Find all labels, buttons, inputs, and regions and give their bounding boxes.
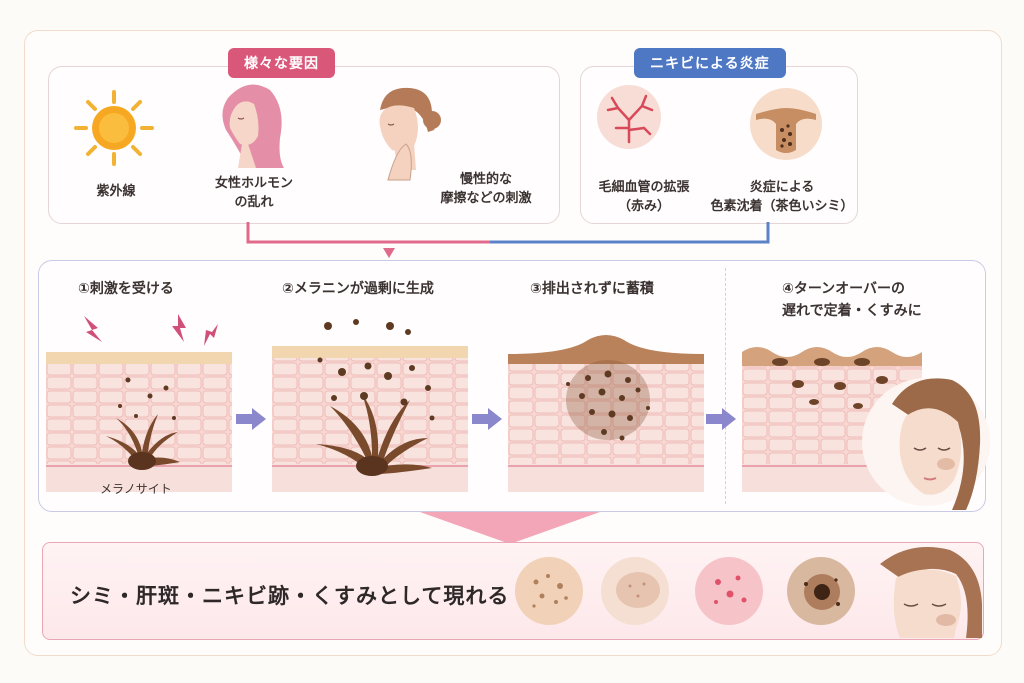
acne-tag: ニキビによる炎症 (634, 48, 786, 78)
arrow-2-icon (472, 408, 502, 430)
skin-section-3 (508, 335, 704, 492)
step-3-title: ③排出されずに蓄積 (530, 281, 654, 297)
step-1-title: ①刺激を受ける (78, 281, 174, 297)
woman-face-bottom-icon (880, 547, 982, 638)
woman-face-icon (862, 378, 990, 510)
capillary-icon (597, 85, 661, 149)
face-touch-icon (379, 87, 441, 181)
acne-mark-sample (695, 557, 763, 625)
woman-profile-icon (222, 84, 284, 168)
step-divider (725, 268, 726, 504)
acne-label-capillary: 毛細血管の拡張 （赤み） (598, 180, 690, 214)
spots-sample (515, 557, 583, 625)
result-text: シミ・肝斑・ニキビ跡・くすみとして現れる (70, 584, 510, 608)
causes-panel (48, 66, 560, 224)
dark-spot-sample (787, 557, 855, 625)
melasma-sample (601, 557, 669, 625)
step-2-title: ②メラニンが過剰に生成 (282, 281, 434, 297)
sun-icon (74, 90, 154, 166)
down-funnel-arrow (420, 512, 600, 544)
skin-section-2 (272, 319, 468, 492)
causes-tag: 様々な要因 (228, 48, 335, 78)
arrow-1-icon (236, 408, 266, 430)
connector-lines (246, 222, 770, 258)
acne-label-pigment: 炎症による 色素沈着（茶色いシミ） (710, 180, 854, 214)
pore-pigment-icon (750, 88, 822, 160)
step-4-title: ④ターンオーバーの 遅れで定着・くすみに (782, 281, 922, 319)
cause-label-hormone: 女性ホルモン の乱れ (214, 176, 293, 210)
cause-label-uv: 紫外線 (96, 184, 136, 199)
skin-section-1 (46, 314, 232, 492)
arrow-3-icon (706, 408, 736, 430)
cause-label-friction: 慢性的な 摩擦などの刺激 (440, 172, 532, 206)
melanocyte-label: メラノサイト (100, 482, 172, 496)
